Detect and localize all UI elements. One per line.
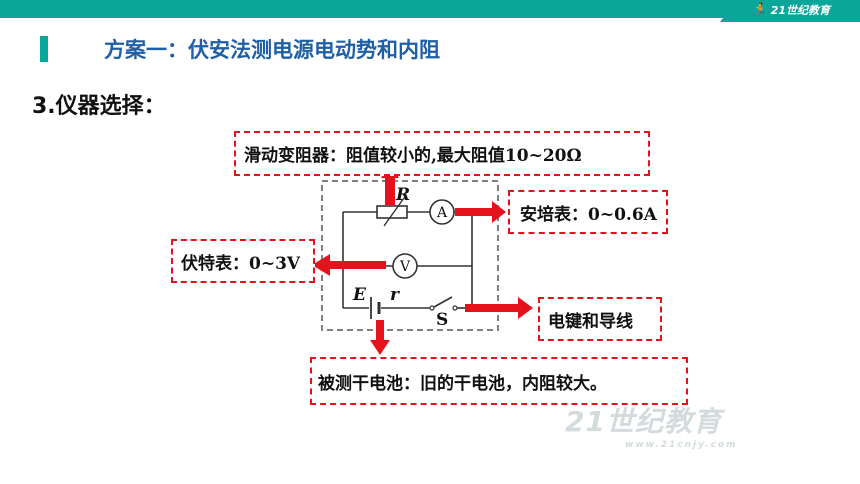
top-bar-tab <box>720 0 860 22</box>
runner-icon: 🏃 <box>750 2 767 18</box>
brand-logo: 🏃 21世纪教育 <box>751 2 831 18</box>
switch-contact-right <box>452 305 458 311</box>
internal-resistance-label: r <box>390 285 400 305</box>
title-accent <box>40 36 48 62</box>
rheostat-slider <box>383 197 405 227</box>
arrow-to-battery <box>370 320 390 355</box>
switch-wires-annotation: 电键和导线 <box>538 297 662 341</box>
ammeter-annotation: 安培表：0~0.6A <box>508 190 668 234</box>
arrow-to-ammeter <box>455 201 506 223</box>
battery-annotation: 被测干电池：旧的干电池，内阻较大。 <box>310 357 688 405</box>
voltmeter-label: V <box>399 259 411 275</box>
emf-label: E <box>352 285 367 305</box>
watermark-text: 21世纪教育 <box>565 405 722 438</box>
circuit-enclosure <box>321 180 499 331</box>
top-bar <box>0 0 860 22</box>
switch-blade <box>433 296 453 308</box>
arrow-to-switch <box>465 297 533 319</box>
resistor-label: R <box>395 185 410 205</box>
slide-title: 方案一：伏安法测电源电动势和内阻 <box>104 38 440 62</box>
arrow-to-voltmeter <box>312 254 386 276</box>
watermark: 21世纪教育 www.21cnjy.com <box>565 400 738 450</box>
section-heading: 3.仪器选择： <box>32 94 166 119</box>
voltmeter-annotation: 伏特表：0~3V <box>171 239 315 283</box>
switch-label: S <box>436 310 448 330</box>
ammeter-label: A <box>436 205 448 221</box>
brand-logo-text: 21世纪教育 <box>770 4 830 17</box>
switch-contact-left <box>429 305 435 311</box>
resistor-symbol <box>376 205 408 219</box>
rheostat-annotation: 滑动变阻器：阻值较小的,最大阻值10~20Ω <box>234 131 650 176</box>
watermark-url: www.21cnjy.com <box>625 440 738 450</box>
